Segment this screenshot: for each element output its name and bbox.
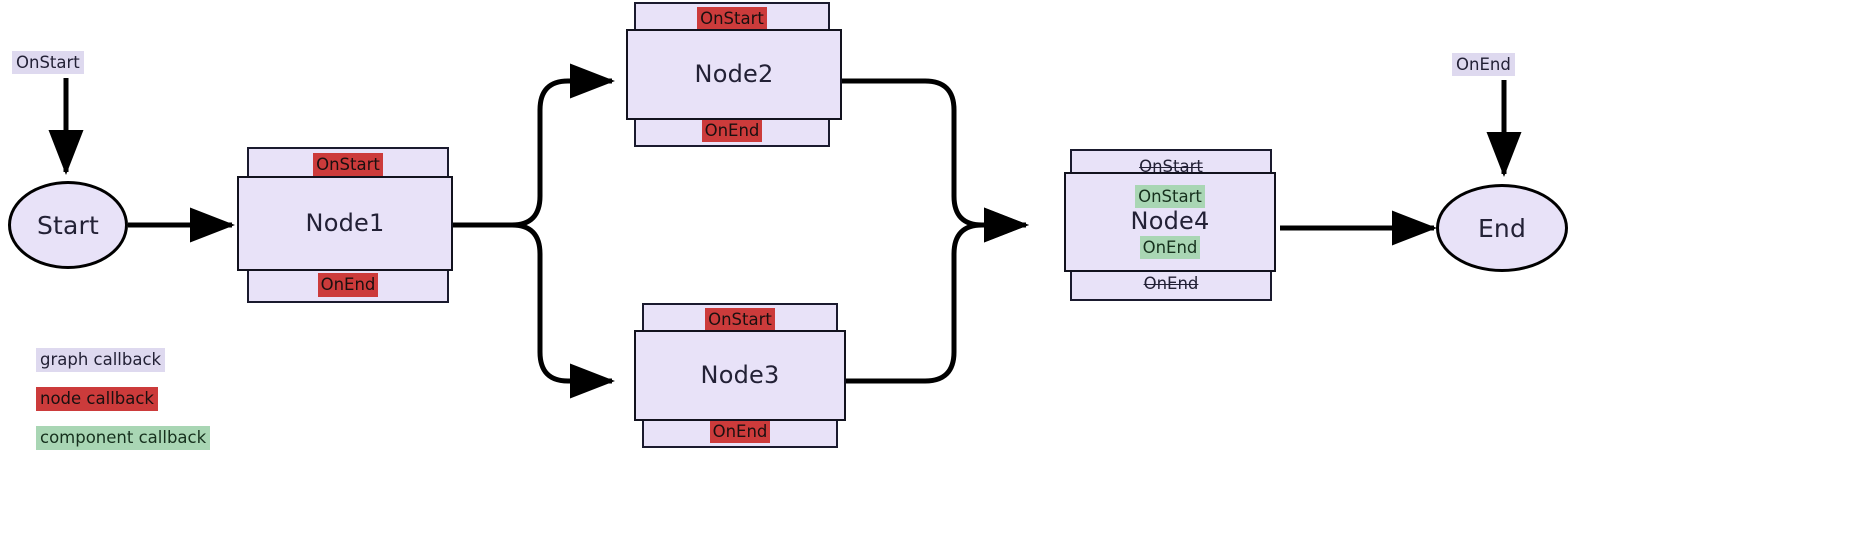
node2-onend-callback: OnEnd — [701, 118, 763, 143]
node2-name: Node2 — [694, 59, 774, 88]
node4-onend-overridden: OnEnd — [1143, 273, 1199, 293]
node3-box[interactable]: Node3 — [634, 330, 846, 421]
terminal-start[interactable]: Start — [8, 181, 128, 269]
legend: graph callback node callback component c… — [36, 348, 211, 465]
node4-name: Node4 — [1130, 207, 1210, 236]
edge-node3-to-node4 — [845, 207, 1030, 384]
legend-label-component-callback: component callback — [36, 426, 211, 451]
terminal-end-label: End — [1477, 213, 1527, 243]
edge-node1-to-node3 — [511, 222, 616, 399]
legend-row-node-callback: node callback — [36, 387, 210, 426]
graph-callback-onstart: OnStart — [12, 51, 84, 75]
edge-node1-to-node2 — [511, 63, 616, 228]
legend-label-graph-callback: graph callback — [36, 348, 166, 373]
legend-row-graph-callback: graph callback — [36, 348, 210, 387]
legend-row-component-callback: component callback — [36, 426, 211, 465]
node1-onstart-callback: OnStart — [313, 153, 383, 177]
graph-callback-onend: OnEnd — [1452, 53, 1515, 77]
node2-onstart-callback: OnStart — [697, 6, 767, 31]
node1-onend-callback: OnEnd — [317, 273, 379, 297]
node4-box[interactable]: OnStart Node4 OnEnd — [1064, 172, 1276, 272]
node1-name: Node1 — [305, 208, 385, 237]
edge-node2-to-node4 — [842, 78, 1030, 243]
node3-onend-callback: OnEnd — [709, 419, 771, 444]
node3-name: Node3 — [700, 360, 780, 389]
node2-box[interactable]: Node2 — [626, 29, 842, 120]
node3-onstart-callback: OnStart — [705, 307, 775, 332]
terminal-start-label: Start — [36, 210, 100, 240]
legend-label-node-callback: node callback — [36, 387, 158, 412]
node4-onend-component-callback: OnEnd — [1139, 235, 1201, 260]
node1-box[interactable]: Node1 — [237, 176, 453, 271]
node4-onstart-component-callback: OnStart — [1135, 184, 1205, 209]
terminal-end[interactable]: End — [1436, 184, 1568, 272]
node4-onstart-overridden: OnStart — [1139, 156, 1203, 176]
